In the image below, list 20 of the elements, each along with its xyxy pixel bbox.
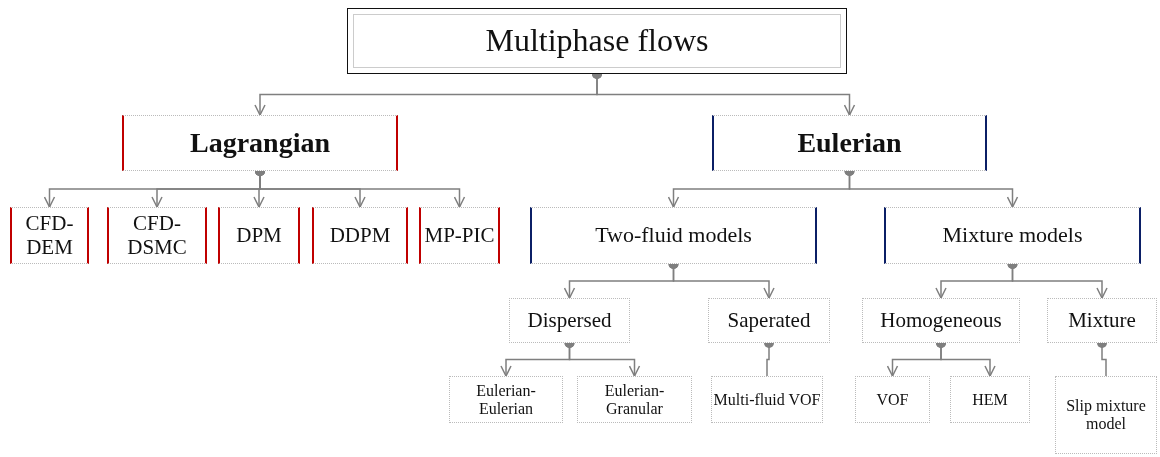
subtype-box: Saperated [708,298,830,343]
model-box: Mixture models [884,207,1141,264]
method-box: Slip mixture model [1055,376,1157,454]
method-box: MP-PIC [419,207,500,264]
subtype-box: Dispersed [509,298,630,343]
method-box: CFD-DSMC [107,207,207,264]
method-box: DPM [218,207,300,264]
method-box: Eulerian-Granular [577,376,692,423]
method-box: HEM [950,376,1030,423]
title-box: Multiphase flows [347,8,847,74]
subtype-box: Mixture [1047,298,1157,343]
method-box: Eulerian-Eulerian [449,376,563,423]
method-box: DDPM [312,207,408,264]
method-box: CFD-DEM [10,207,89,264]
method-box: VOF [855,376,930,423]
model-box: Two-fluid models [530,207,817,264]
method-box: Multi-fluid VOF [711,376,823,423]
category-box: Lagrangian [122,115,398,171]
subtype-box: Homogeneous [862,298,1020,343]
category-box: Eulerian [712,115,987,171]
